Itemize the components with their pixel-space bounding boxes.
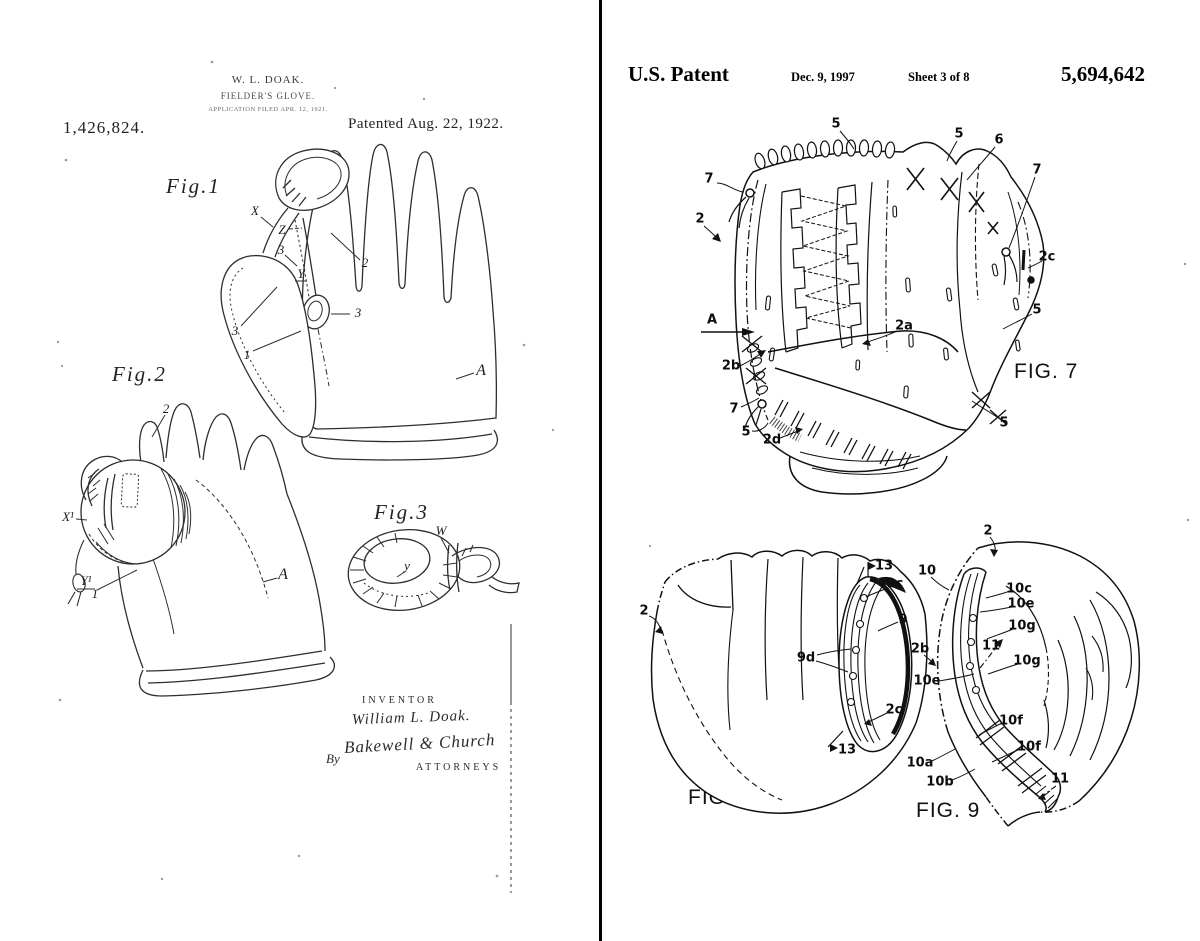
fig1-art [221,144,497,460]
fig8-art [649,550,927,813]
page-divider [599,0,602,941]
fig7-art [701,131,1044,494]
fig3-art [343,523,519,618]
fig2-art [68,404,334,696]
fig9-art [924,537,1139,826]
